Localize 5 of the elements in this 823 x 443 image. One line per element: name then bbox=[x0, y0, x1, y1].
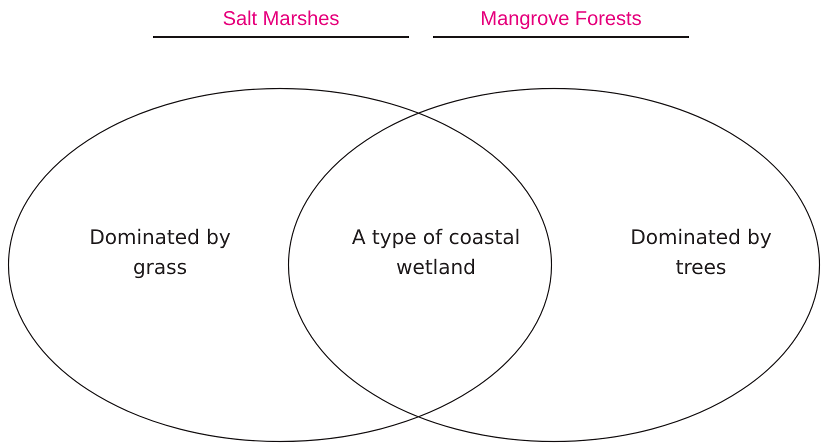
overlap-description: A type of coastal wetland bbox=[350, 224, 522, 281]
set-heading: Mangrove Forests bbox=[433, 8, 689, 38]
set-description: Dominated by trees bbox=[629, 224, 773, 281]
set-heading: Salt Marshes bbox=[153, 8, 409, 38]
set-description: Dominated by grass bbox=[88, 224, 232, 281]
